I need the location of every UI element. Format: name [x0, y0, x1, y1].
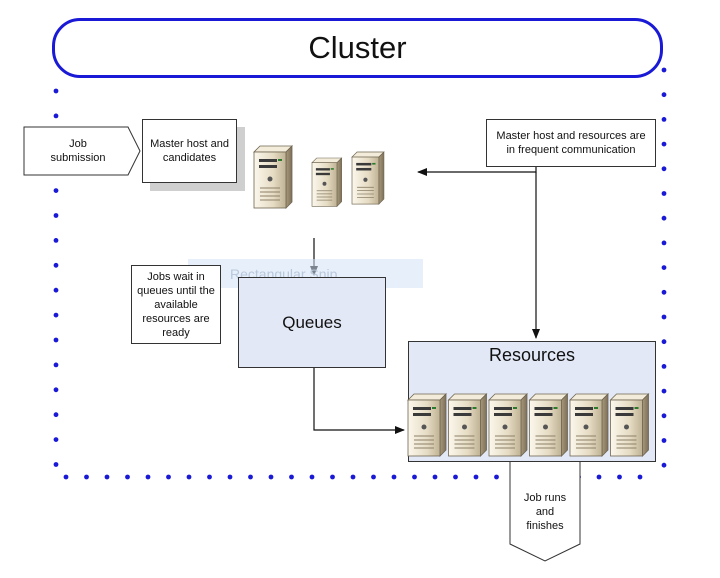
boundary-dot [53, 287, 59, 293]
boundary-dot [104, 474, 110, 480]
boundary-dot [661, 215, 667, 221]
boundary-dot [661, 240, 667, 246]
boundary-dot [53, 113, 59, 119]
boundary-dot [289, 474, 294, 480]
jobs-wait-callout: Jobs wait in queues until the available … [131, 265, 221, 344]
boundary-dot [84, 474, 89, 480]
boundary-dot [227, 474, 233, 480]
boundary-dot [661, 92, 667, 98]
boundary-dot [661, 462, 667, 468]
boundary-dot [661, 314, 667, 320]
boundary-dot [637, 474, 643, 480]
boundary-dot [53, 213, 59, 218]
boundary-dot [494, 474, 499, 480]
queues-to-resources-arrow [313, 368, 405, 434]
master-host-callout: Master host and candidates [142, 119, 237, 183]
boundary-dot [661, 166, 667, 172]
resources-label: Resources [488, 345, 576, 365]
boundary-dot [661, 67, 667, 73]
boundary-dot [661, 364, 667, 369]
boundary-dot [661, 438, 667, 443]
job-submission-label: Job submission [50, 138, 106, 164]
boundary-dot [53, 437, 59, 442]
cluster-title: Cluster [308, 30, 407, 65]
boundary-dot [661, 265, 667, 270]
boundary-dot [330, 474, 335, 480]
boundary-dot [268, 474, 274, 480]
boundary-dot [53, 238, 59, 243]
master-host-servers [253, 145, 385, 209]
job-submission-arrow-shape [23, 126, 141, 176]
server-icon [351, 151, 385, 205]
boundary-dot [596, 474, 602, 480]
boundary-dot [53, 262, 59, 268]
queues-label: Queues [282, 312, 342, 332]
boundary-dot [661, 413, 667, 419]
master-server-icon [253, 145, 293, 209]
boundary-dot [53, 337, 59, 343]
boundary-dot [391, 474, 397, 480]
queues-box: Queues [238, 277, 386, 368]
boundary-dot [63, 474, 69, 480]
server-icon [311, 157, 343, 207]
boundary-dot [166, 474, 171, 480]
boundary-dot [186, 474, 192, 480]
boundary-dot [145, 474, 151, 480]
communication-callout: Master host and resources are in frequen… [486, 119, 656, 167]
boundary-dot [617, 474, 622, 480]
boundary-dot [53, 387, 59, 393]
boundary-dot [309, 474, 315, 480]
boundary-dot [453, 474, 458, 480]
boundary-dot [412, 474, 417, 480]
boundary-dot [661, 117, 667, 122]
boundary-dot [661, 191, 667, 196]
boundary-dot [661, 388, 667, 394]
cluster-boundary [53, 67, 667, 480]
boundary-dot [53, 88, 59, 94]
cluster-title-box: Cluster [52, 18, 663, 78]
boundary-dot [125, 474, 130, 480]
boundary-dot [53, 462, 59, 467]
boundary-dot [53, 188, 59, 194]
resources-box: Resources [408, 341, 656, 462]
boundary-dot [661, 141, 667, 147]
boundary-dot [661, 289, 667, 295]
job-runs-label: Job runs and finishes [523, 492, 567, 532]
boundary-dot [53, 412, 59, 418]
boundary-dot [53, 362, 59, 368]
boundary-dot [432, 474, 438, 480]
boundary-dot [473, 474, 479, 480]
boundary-dot [661, 339, 667, 345]
boundary-dot [371, 474, 376, 480]
boundary-dot [207, 474, 212, 480]
boundary-dot [350, 474, 356, 480]
boundary-dot [53, 312, 59, 318]
boundary-dot [248, 474, 253, 480]
